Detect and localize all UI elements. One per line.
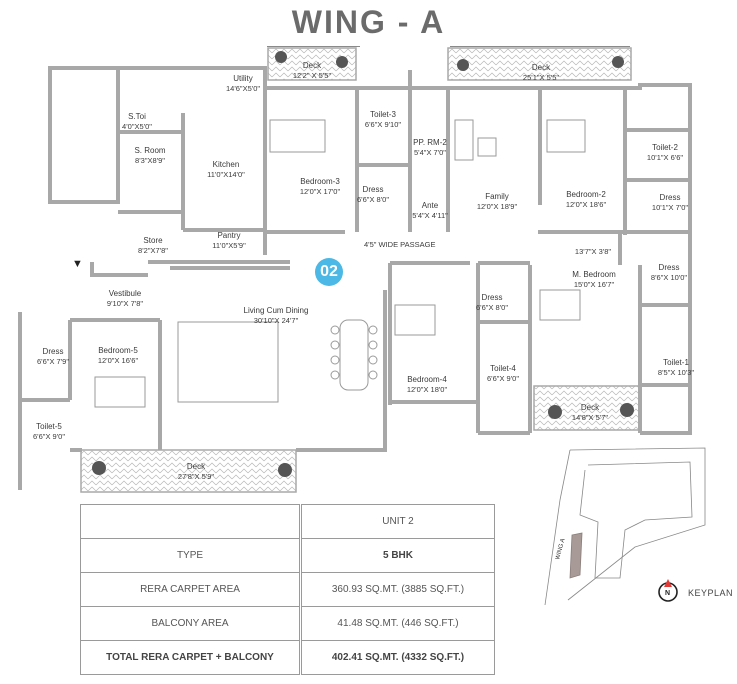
table-row: BALCONY AREA 41.48 SQ.MT. (446 SQ.FT.) [80, 606, 495, 641]
unit-badge: 02 [315, 258, 343, 286]
page-title: WING - A [291, 4, 446, 40]
table-cell-label: BALCONY AREA [80, 606, 302, 641]
area-table: UNIT 2 TYPE 5 BHK RERA CARPET AREA 360.9… [80, 504, 495, 675]
wing-a-label: WING A [555, 538, 566, 560]
table-row: TYPE 5 BHK [80, 538, 495, 573]
title-underline-right [450, 46, 630, 47]
table-header-label [80, 504, 302, 539]
table-header-unit: UNIT 2 [300, 504, 495, 539]
room-corridor: 13'7"X 3'8" [574, 247, 612, 256]
walls [18, 66, 692, 490]
table-cell-label: TYPE [80, 538, 302, 573]
wing-a-highlight [569, 532, 583, 579]
keyplan-label: KEYPLAN [688, 588, 734, 598]
table-cell-value: 41.48 SQ.MT. (446 SQ.FT.) [300, 606, 495, 641]
table-cell-label: TOTAL RERA CARPET + BALCONY [80, 640, 302, 675]
table-row: RERA CARPET AREA 360.93 SQ.MT. (3885 SQ.… [80, 572, 495, 607]
svg-text:N: N [665, 590, 670, 597]
deck-hatch [80, 47, 641, 493]
keyplan-site [544, 447, 706, 606]
passage-label: 4'5" WIDE PASSAGE [364, 240, 436, 249]
table-row-total: TOTAL RERA CARPET + BALCONY 402.41 SQ.MT… [80, 640, 495, 675]
compass-icon: N [658, 579, 678, 602]
entry-arrow-icon: ▼ [72, 258, 83, 270]
table-cell-value: 402.41 SQ.MT. (4332 SQ.FT.) [300, 640, 495, 675]
table-header-row: UNIT 2 [80, 504, 495, 539]
title-underline-left [267, 46, 360, 47]
furniture [94, 119, 586, 408]
plant-icons [92, 51, 634, 477]
table-cell-value: 5 BHK [300, 538, 495, 573]
table-cell-label: RERA CARPET AREA [80, 572, 302, 607]
table-cell-value: 360.93 SQ.MT. (3885 SQ.FT.) [300, 572, 495, 607]
